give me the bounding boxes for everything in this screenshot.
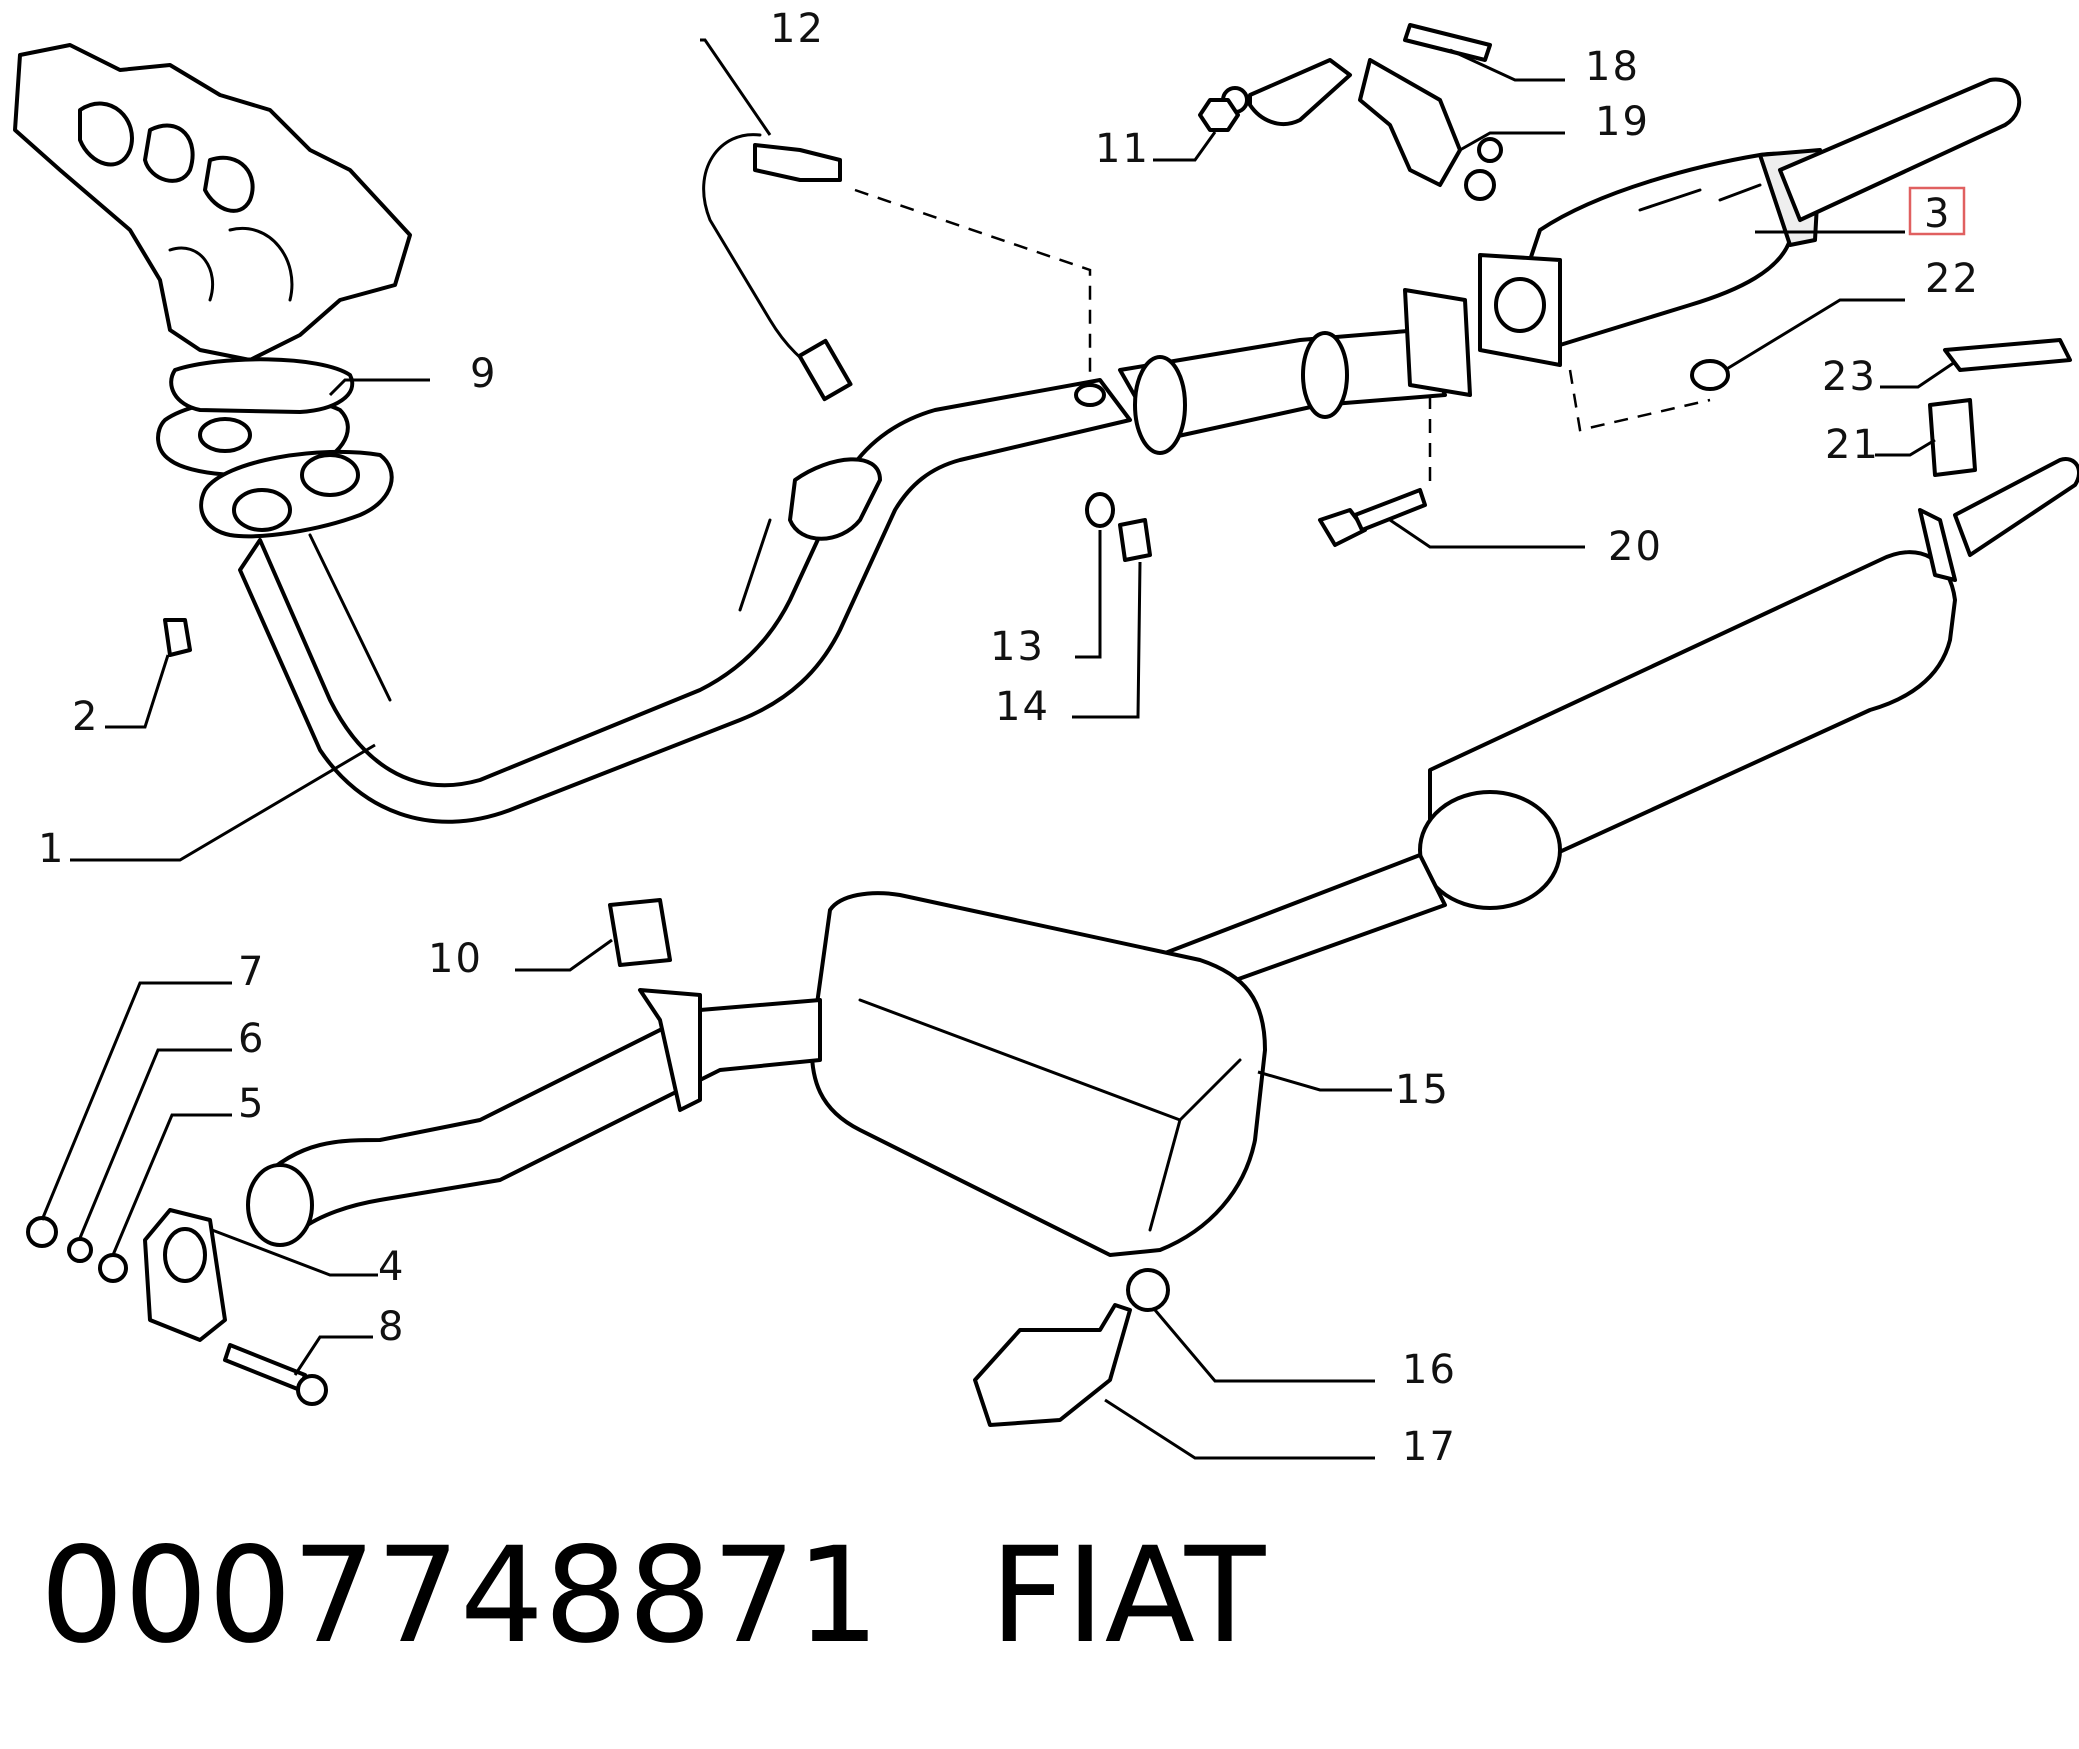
leader-7 [40,981,232,1221]
alignment-lines [854,188,1711,490]
downpipe-flange [199,449,394,539]
clamp-4 [143,1208,227,1342]
rubber-mount-10 [608,898,672,967]
leader-22 [1724,298,1905,372]
bolt-8 [223,1343,328,1406]
leader-23 [1880,360,1956,389]
leader-15 [1257,1070,1392,1092]
bolt-20 [1318,488,1427,547]
callout-2: 2 [72,694,99,740]
callout-3: 3 [1924,191,1951,237]
callout-13: 13 [990,624,1045,670]
callout-4: 4 [378,1244,405,1290]
leader-14 [1072,561,1142,719]
callout-19: 19 [1595,99,1650,145]
leader-5 [111,1113,232,1256]
lambda-sensor [702,133,853,402]
leader-10 [515,938,613,972]
callout-3-highlight [1908,186,1966,236]
small-fasteners [163,492,1152,657]
nut-washer-set [26,1216,128,1283]
leader-12 [700,38,772,136]
leader-16 [1153,1309,1375,1383]
part-number: 0007748871 [40,1519,880,1673]
leader-21 [1875,438,1936,457]
callout-21: 21 [1825,422,1880,468]
callout-7: 7 [238,949,265,995]
callout-16: 16 [1402,1347,1457,1393]
callout-11: 11 [1095,126,1150,172]
hangers-right [1690,338,2072,477]
leader-6 [78,1048,232,1239]
leader-18 [1449,48,1565,82]
leader-8 [293,1335,373,1376]
callout-5: 5 [238,1081,265,1127]
callout-6: 6 [238,1016,265,1062]
callout-15: 15 [1395,1067,1450,1113]
leader-11 [1153,131,1217,162]
catalytic-converter [1478,77,2022,367]
callout-9: 9 [470,351,497,397]
callout-numbers: 1 2 3 4 5 6 7 8 9 10 11 12 13 14 15 16 1… [38,6,1980,1470]
callout-8: 8 [378,1304,405,1350]
tailpipe [246,988,822,1247]
leader-20 [1389,518,1585,549]
callout-23: 23 [1822,354,1877,400]
callout-14: 14 [995,684,1050,730]
leader-lines [40,38,1956,1460]
callout-17: 17 [1402,1424,1457,1470]
callout-18: 18 [1585,44,1640,90]
callout-22: 22 [1925,256,1980,302]
leader-17 [1104,1398,1375,1460]
exhaust-manifold [13,43,412,362]
nut-11 [1198,98,1240,132]
rear-silencer [1418,457,2079,910]
front-downpipe [238,378,1132,824]
callout-20: 20 [1608,524,1663,570]
leader-13 [1075,530,1102,659]
rubber-ring-16 [1126,1268,1170,1312]
center-silencer [809,891,1267,1257]
hanger-bracket [1221,23,1503,201]
brand-name: FIAT [989,1519,1266,1673]
callout-12: 12 [770,6,825,52]
leader-19 [1459,131,1565,152]
intermediate-pipe [1074,288,1472,455]
leader-4 [211,1228,378,1277]
leader-9 [328,378,430,397]
callout-1: 1 [38,826,65,872]
bracket-17 [973,1303,1132,1427]
leader-2 [105,654,170,729]
callout-10: 10 [428,936,483,982]
leader-1 [70,743,376,862]
